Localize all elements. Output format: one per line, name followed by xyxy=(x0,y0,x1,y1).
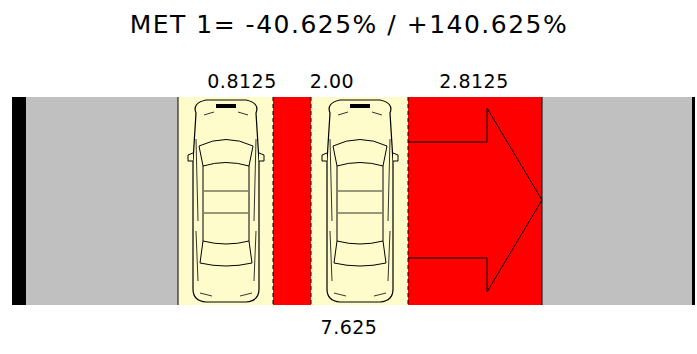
dimension-label-slot: 2.8125 xyxy=(439,70,508,92)
dimension-label: 7.625 xyxy=(321,316,378,338)
dimension-label-slot: 0.8125 xyxy=(207,70,276,92)
diagram-title: MET 1= -40.625% / +140.625% xyxy=(130,10,569,39)
diagram-title-slot: MET 1= -40.625% / +140.625% xyxy=(130,10,569,39)
dimension-label: 2.00 xyxy=(310,70,354,92)
dimension-label: 0.8125 xyxy=(207,70,276,92)
dimension-label-slot: 7.625 xyxy=(321,316,378,338)
dimension-label: 2.8125 xyxy=(439,70,508,92)
dimension-label-slot: 2.00 xyxy=(310,70,354,92)
